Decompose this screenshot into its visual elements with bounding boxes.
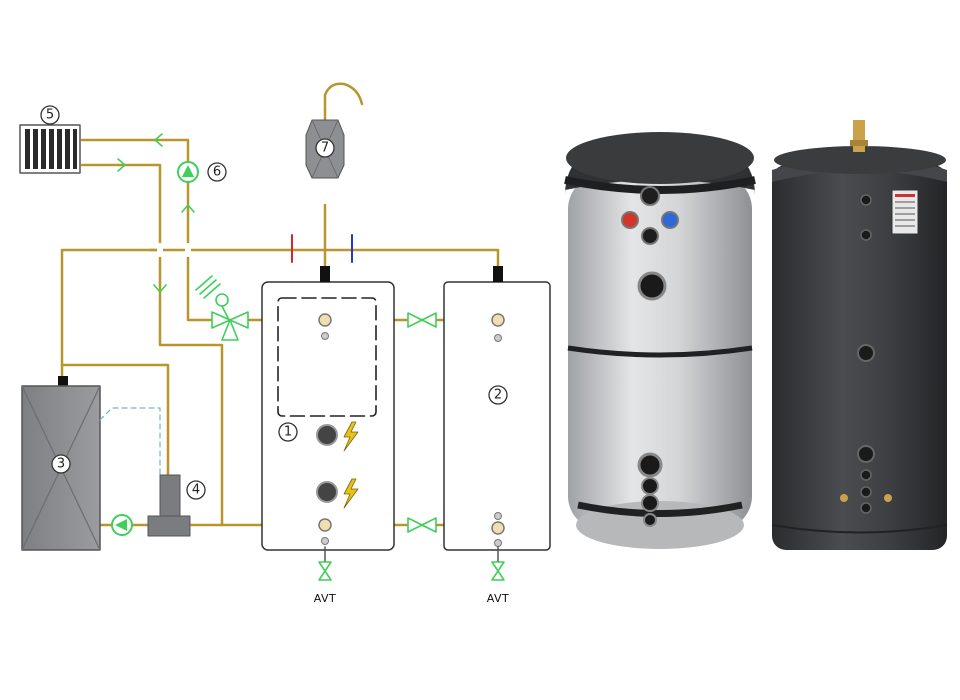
expansion-vessel: 7	[305, 82, 364, 179]
drain-valve-1: AVT	[314, 546, 337, 605]
ball-valve-bottom	[407, 517, 437, 533]
radiator: 5	[19, 105, 81, 174]
tank-1: 1	[261, 266, 395, 551]
electric-heater-upper	[316, 421, 359, 452]
label-pump: 6	[213, 165, 221, 180]
label-radiator: 5	[46, 108, 54, 123]
heat-source-boiler: 3	[21, 376, 101, 551]
drain-valve-2: AVT	[487, 546, 510, 605]
valve-group: 4	[147, 474, 206, 537]
dark-storage-tank	[771, 120, 948, 550]
drain-label-2: AVT	[487, 592, 510, 605]
label-expansion-vessel: 7	[321, 141, 329, 156]
label-tank-1: 1	[284, 425, 292, 440]
nameplate	[891, 189, 919, 235]
circulation-pump-6: 6	[177, 161, 227, 183]
boiler-circulation-pump	[111, 514, 133, 536]
drain-label-1: AVT	[314, 592, 337, 605]
label-valve-group: 4	[192, 483, 200, 498]
control-line	[99, 407, 161, 476]
grey-storage-tank	[564, 132, 756, 549]
three-way-mixing-valve	[195, 275, 249, 341]
label-tank-2: 2	[494, 388, 502, 403]
tank-2: 2	[443, 266, 551, 551]
schematic: 5 6 7	[19, 82, 551, 605]
ball-valve-top	[407, 312, 437, 328]
label-heat-source: 3	[57, 457, 65, 472]
electric-heater-lower	[316, 478, 359, 509]
